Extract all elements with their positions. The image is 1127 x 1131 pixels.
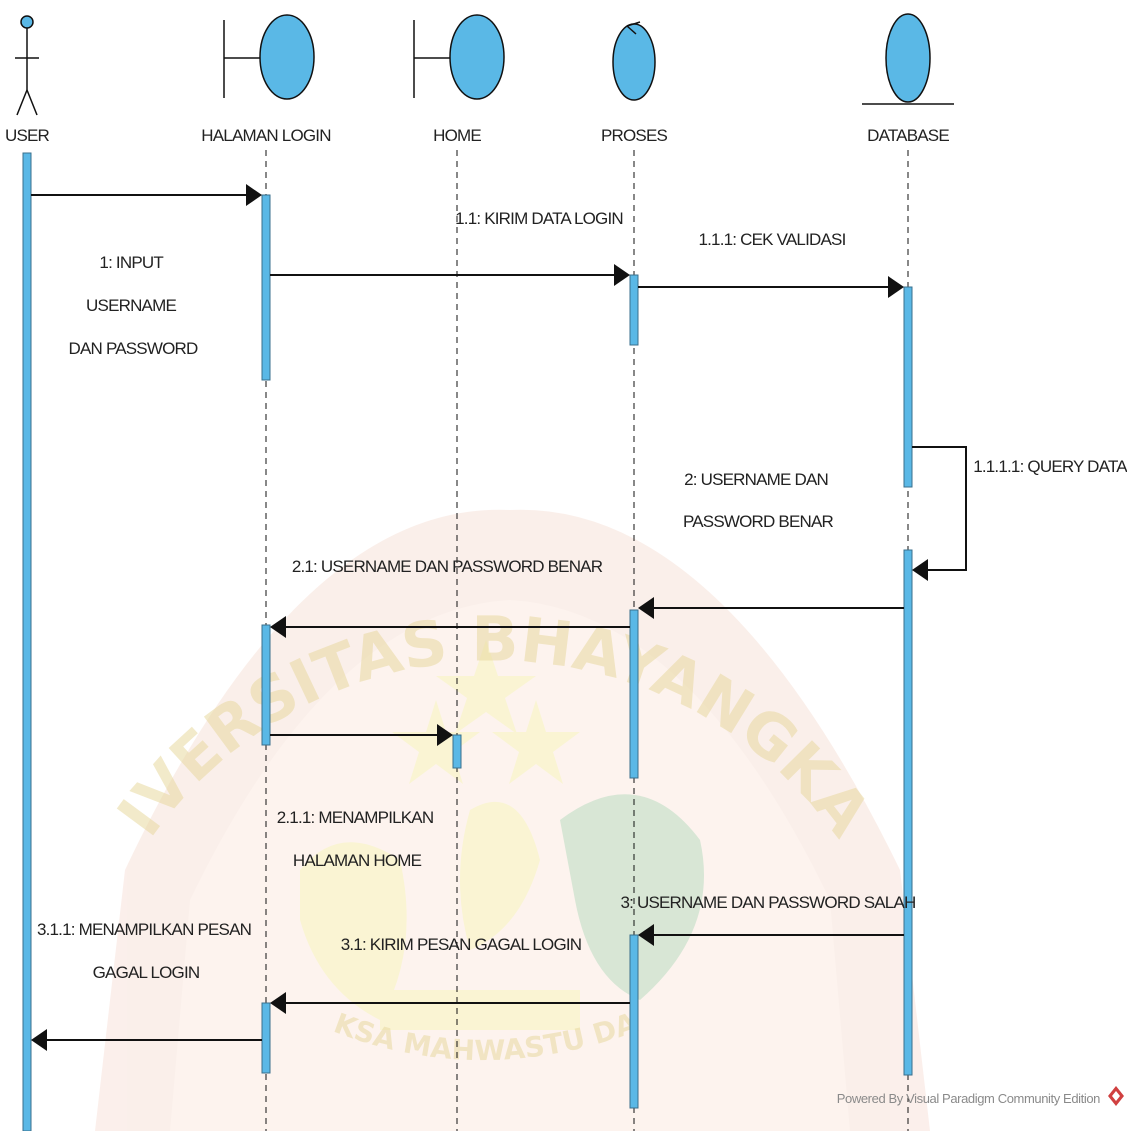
- participant-label-user: USER: [5, 126, 50, 145]
- message-label-m1: 1: INPUT USERNAME DAN PASSWORD: [69, 253, 198, 358]
- arrowhead-m1: [246, 184, 262, 206]
- user-actor-icon: [15, 16, 39, 115]
- proses-control-icon: [613, 22, 655, 100]
- arrowhead-m111: [888, 276, 904, 298]
- participant-label-proses: PROSES: [601, 126, 668, 145]
- message-arrow-m1111: [912, 447, 966, 570]
- activation-proses-1: [630, 275, 638, 345]
- activation-halaman-login-1: [262, 195, 270, 380]
- activation-halaman-login-3: [262, 1003, 270, 1073]
- arrowhead-m1111: [912, 559, 928, 581]
- message-label-m2: 2: USERNAME DAN PASSWORD BENAR: [683, 470, 834, 531]
- message-label-m31: 3.1: KIRIM PESAN GAGAL LOGIN: [341, 935, 582, 954]
- activation-database-1: [904, 287, 912, 487]
- home-boundary-icon: [414, 15, 504, 99]
- message-label-m21: 2.1: USERNAME DAN PASSWORD BENAR: [292, 557, 603, 576]
- visual-paradigm-logo-icon: [1108, 1086, 1124, 1106]
- powered-by-text: Powered By Visual Paradigm Community Edi…: [837, 1091, 1100, 1106]
- activation-home: [453, 735, 461, 768]
- arrowhead-m311: [31, 1029, 47, 1051]
- halaman-login-boundary-icon: [224, 15, 314, 99]
- message-label-m3: 3: USERNAME DAN PASSWORD SALAH: [621, 893, 916, 912]
- activation-user: [23, 153, 31, 1131]
- message-label-m111: 1.1.1: CEK VALIDASI: [698, 230, 845, 249]
- activation-database-2: [904, 550, 912, 1075]
- participant-label-halaman-login: HALAMAN LOGIN: [201, 126, 330, 145]
- message-label-m11: 1.1: KIRIM DATA LOGIN: [455, 209, 623, 228]
- database-entity-icon: [862, 14, 954, 104]
- message-label-m1111: 1.1.1.1: QUERY DATA: [973, 457, 1127, 476]
- activation-proses-2: [630, 610, 638, 778]
- participant-label-home: HOME: [433, 126, 481, 145]
- participant-label-database: DATABASE: [867, 126, 949, 145]
- activation-proses-3: [630, 935, 638, 1108]
- arrowhead-m11: [614, 264, 630, 286]
- activation-halaman-login-2: [262, 625, 270, 745]
